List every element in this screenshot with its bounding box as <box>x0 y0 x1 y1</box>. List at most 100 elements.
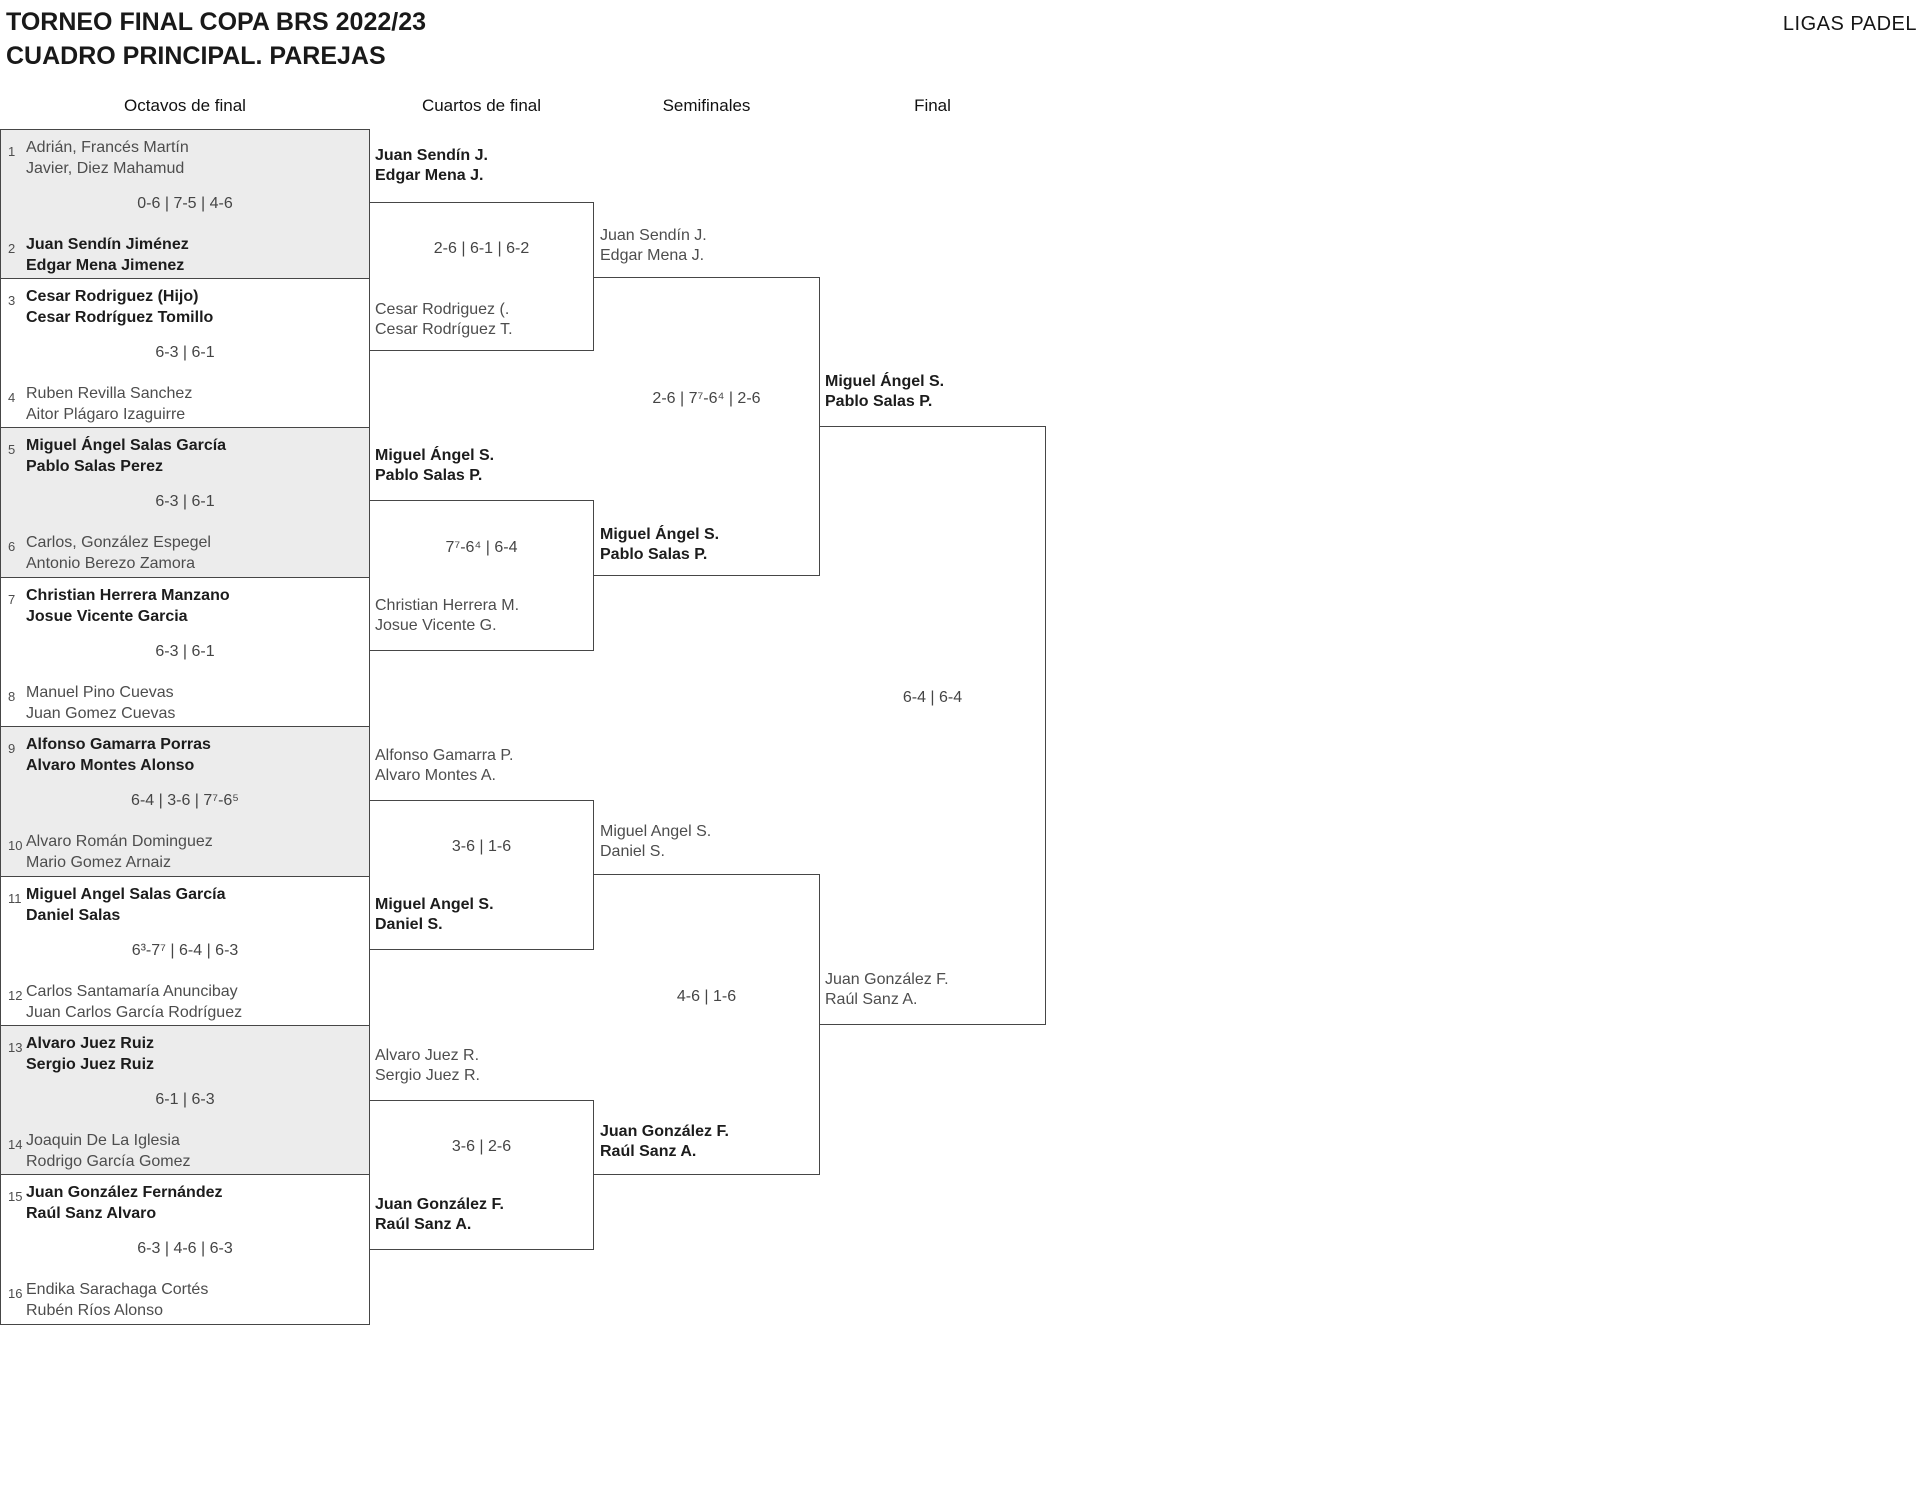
advancing-team: Miguel Ángel S. Pablo Salas P. <box>600 525 719 565</box>
player-name: Pablo Salas P. <box>600 546 708 563</box>
advancing-team: Alfonso Gamarra P. Alvaro Montes A. <box>375 746 513 786</box>
player-name: Cesar Rodríguez Tomillo <box>26 309 214 326</box>
player-name: Carlos, González Espegel <box>26 534 211 551</box>
column-header-semifinales: Semifinales <box>662 96 751 115</box>
player-name: Edgar Mena J. <box>375 167 484 184</box>
octavos-match-5: 9 Alfonso Gamarra Porras Alvaro Montes A… <box>0 726 370 877</box>
advancing-team: Miguel Ángel S. Pablo Salas P. <box>375 446 494 486</box>
team-pair: Ruben Revilla Sanchez Aitor Plágaro Izag… <box>26 383 192 425</box>
match-score: 0-6 | 7-5 | 4-6 <box>137 195 233 212</box>
player-name: Raúl Sanz A. <box>600 1143 697 1160</box>
advancing-team: Cesar Rodriguez (. Cesar Rodríguez T. <box>375 300 513 340</box>
seed-number: 1 <box>8 144 16 159</box>
player-name: Miguel Ángel S. <box>825 373 945 390</box>
team-pair: Manuel Pino Cuevas Juan Gomez Cuevas <box>26 682 175 724</box>
match-score: 6-3 | 6-1 <box>155 344 215 361</box>
seed-number: 8 <box>8 689 16 704</box>
advancing-team: Alvaro Juez R. Sergio Juez R. <box>375 1046 480 1086</box>
team-pair: Cesar Rodriguez (Hijo) Cesar Rodríguez T… <box>26 286 213 328</box>
match-score: 6-3 | 6-1 <box>155 643 215 660</box>
match-score: 6-4 | 6-4 <box>902 689 963 706</box>
player-name: Mario Gomez Arnaiz <box>26 854 171 871</box>
player-name: Adrián, Francés Martín <box>26 139 189 156</box>
player-name: Miguel Ángel S. <box>375 447 495 464</box>
player-name: Alfonso Gamarra Porras <box>26 736 211 753</box>
advancing-team: Miguel Angel S. Daniel S. <box>375 895 494 935</box>
octavos-match-3: 5 Miguel Ángel Salas García Pablo Salas … <box>0 427 370 578</box>
player-name: Josue Vicente G. <box>375 617 497 634</box>
column-header-octavos: Octavos de final <box>124 96 246 115</box>
player-name: Juan González F. <box>600 1123 729 1140</box>
team-pair: Alvaro Román Dominguez Mario Gomez Arnai… <box>26 831 213 873</box>
seed-number: 7 <box>8 592 16 607</box>
player-name: Aitor Plágaro Izaguirre <box>26 406 186 423</box>
page-title-line2: CUADRO PRINCIPAL. PAREJAS <box>6 42 386 70</box>
player-name: Juan González Fernández <box>26 1184 223 1201</box>
player-name: Rubén Ríos Alonso <box>26 1302 163 1319</box>
player-name: Endika Sarachaga Cortés <box>26 1281 209 1298</box>
team-pair: Carlos Santamaría Anuncibay Juan Carlos … <box>26 981 242 1023</box>
match-score: 4-6 | 1-6 <box>676 988 737 1005</box>
advancing-team: Juan Sendín J. Edgar Mena J. <box>600 226 707 266</box>
player-name: Sergio Juez R. <box>375 1067 480 1084</box>
player-name: Juan Gomez Cuevas <box>26 705 176 722</box>
match-score: 6³-7⁷ | 6-4 | 6-3 <box>131 942 239 959</box>
player-name: Alvaro Montes A. <box>375 767 496 784</box>
player-name: Josue Vicente Garcia <box>26 608 188 625</box>
brand-logo-text: LIGAS PADEL <box>1782 13 1917 35</box>
player-name: Miguel Ángel S. <box>600 526 720 543</box>
page-title-line1: TORNEO FINAL COPA BRS 2022/23 <box>6 8 427 36</box>
team-pair: Miguel Angel Salas García Daniel Salas <box>26 884 225 926</box>
player-name: Carlos Santamaría Anuncibay <box>26 983 238 1000</box>
seed-number: 5 <box>8 442 16 457</box>
player-name: Raúl Sanz A. <box>825 991 918 1008</box>
team-pair: Juan González Fernández Raúl Sanz Alvaro <box>26 1182 222 1224</box>
advancing-team: Juan González F. Raúl Sanz A. <box>375 1195 504 1235</box>
player-name: Juan Sendín Jiménez <box>26 236 189 253</box>
player-name: Manuel Pino Cuevas <box>26 684 174 701</box>
match-score: 2-6 | 7⁷-6⁴ | 2-6 <box>652 390 761 407</box>
player-name: Daniel S. <box>600 843 665 860</box>
player-name: Christian Herrera Manzano <box>26 587 230 604</box>
seed-number: 14 <box>8 1137 23 1152</box>
player-name: Cesar Rodriguez (. <box>375 301 510 318</box>
seed-number: 12 <box>8 988 23 1003</box>
seed-number: 9 <box>8 741 16 756</box>
player-name: Juan Sendín J. <box>600 227 707 244</box>
player-name: Raúl Sanz A. <box>375 1216 472 1233</box>
column-header-cuartos: Cuartos de final <box>421 96 542 115</box>
player-name: Edgar Mena J. <box>600 247 705 264</box>
match-score: 2-6 | 6-1 | 6-2 <box>433 240 530 257</box>
team-pair: Joaquin De La Iglesia Rodrigo García Gom… <box>26 1130 191 1172</box>
seed-number: 3 <box>8 293 16 308</box>
match-score: 7⁷-6⁴ | 6-4 <box>445 539 518 556</box>
column-header-final: Final <box>914 96 951 115</box>
advancing-team: Christian Herrera M. Josue Vicente G. <box>375 596 519 636</box>
player-name: Sergio Juez Ruiz <box>26 1056 155 1073</box>
player-name: Miguel Ángel Salas García <box>26 437 227 454</box>
player-name: Raúl Sanz Alvaro <box>26 1205 157 1222</box>
player-name: Daniel Salas <box>26 907 121 924</box>
player-name: Edgar Mena Jimenez <box>26 257 185 274</box>
team-pair: Juan Sendín Jiménez Edgar Mena Jimenez <box>26 234 189 276</box>
octavos-match-6: 11 Miguel Angel Salas García Daniel Sala… <box>0 876 370 1026</box>
team-pair: Carlos, González Espegel Antonio Berezo … <box>26 532 211 574</box>
player-name: Juan González F. <box>375 1196 504 1213</box>
advancing-team: Juan Sendín J. Edgar Mena J. <box>375 146 488 186</box>
player-name: Juan Carlos García Rodríguez <box>26 1004 243 1021</box>
seed-number: 6 <box>8 539 16 554</box>
page-title: TORNEO FINAL COPA BRS 2022/23 CUADRO PRI… <box>6 5 426 73</box>
match-score: 3-6 | 2-6 <box>451 1138 512 1155</box>
player-name: Pablo Salas P. <box>825 393 933 410</box>
player-name: Miguel Angel Salas García <box>26 886 226 903</box>
player-name: Alvaro Juez Ruiz <box>26 1035 155 1052</box>
match-score: 6-3 | 4-6 | 6-3 <box>137 1240 233 1257</box>
player-name: Alvaro Montes Alonso <box>26 757 195 774</box>
player-name: Daniel S. <box>375 916 443 933</box>
bracket-connector-qf4 <box>369 1100 594 1250</box>
player-name: Javier, Diez Mahamud <box>26 160 185 177</box>
match-score: 3-6 | 1-6 <box>451 838 512 855</box>
player-name: Alvaro Román Dominguez <box>26 833 213 850</box>
team-pair: Endika Sarachaga Cortés Rubén Ríos Alons… <box>26 1279 208 1321</box>
